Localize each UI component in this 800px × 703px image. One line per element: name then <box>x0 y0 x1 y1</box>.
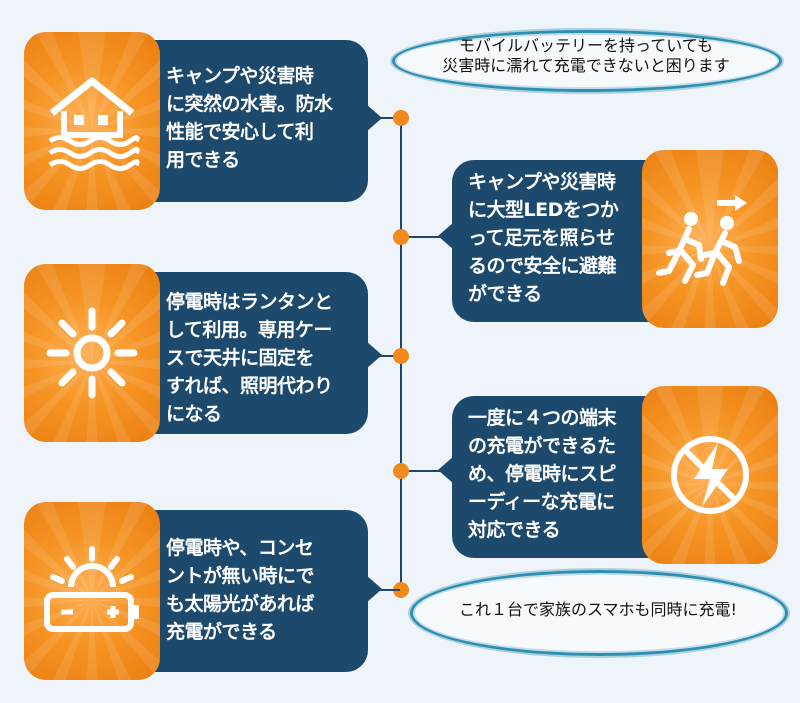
card-led-text: キャンプや災害時 に大型LEDをつか って足元を照らせ るので安全に避難 ができ… <box>468 168 619 308</box>
callout-top-line1: モバイルバッテリーを持っていても <box>459 36 713 55</box>
card-flood-icon-panel <box>24 32 160 210</box>
card-lantern-pointer <box>366 341 382 369</box>
solar-battery-icon <box>44 546 139 632</box>
card-lantern-line: スで天井に固定を <box>166 347 315 369</box>
timeline-node-2 <box>393 229 409 245</box>
card-led-line: に大型LEDをつか <box>468 199 619 221</box>
card-charge-pointer <box>438 456 454 484</box>
card-charge-line: 対応できる <box>468 519 561 541</box>
connector-flood <box>370 117 400 119</box>
card-led-line: って足元を照らせ <box>468 227 615 249</box>
callout-top-line2: 災害時に濡れて充電できないと困ります <box>442 56 730 75</box>
flooded-house-icon <box>48 77 140 171</box>
connector-lantern <box>370 355 400 357</box>
card-solar-line: 充電ができる <box>166 621 277 643</box>
callout-top: モバイルバッテリーを持っていても 災害時に濡れて充電できないと困ります <box>400 36 772 76</box>
connector-led <box>400 236 440 238</box>
callout-top-oval <box>392 30 782 92</box>
card-flood-line: キャンプや災害時 <box>166 65 314 87</box>
card-charge-line: 一度に４つの端末 <box>468 407 617 429</box>
timeline-node-4 <box>393 463 409 479</box>
card-led-line: るので安全に避難 <box>468 255 617 277</box>
no-lightning-icon <box>671 436 749 514</box>
card-solar-text: 停電時や、コンセ ントが無い時にで も太陽光があれば 充電ができる <box>166 534 315 646</box>
timeline-node-5 <box>393 582 409 598</box>
card-charge-text: 一度に４つの端末 の充電ができるた め、停電時にスピ ーディーな充電に 対応でき… <box>468 404 617 544</box>
callout-bottom-oval <box>410 570 788 656</box>
card-charge-line: ーディーな充電に <box>468 491 615 513</box>
card-flood-pointer <box>366 104 382 132</box>
card-charge-icon-panel <box>642 386 778 564</box>
card-flood-line: 用できる <box>166 149 240 171</box>
card-flood-text: キャンプや災害時 に突然の水害。防水 性能で安心して利 用できる <box>166 62 333 174</box>
card-solar-icon-panel <box>24 502 160 680</box>
card-solar-line: も太陽光があれば <box>166 593 315 615</box>
card-lantern-line: になる <box>166 403 222 425</box>
connector-solar <box>380 589 400 591</box>
card-flood-line: 性能で安心して利 <box>166 121 314 143</box>
running-people-icon <box>656 195 747 286</box>
card-solar-line: 停電時や、コンセ <box>166 537 314 559</box>
card-lantern-icon-panel <box>24 264 160 442</box>
card-lantern-text: 停電時はランタンと して利用。専用ケー スで天井に固定を すれば、照明代わり に… <box>166 288 333 428</box>
sun-light-icon <box>46 307 138 399</box>
card-lantern-line: すれば、照明代わり <box>166 375 333 397</box>
timeline-node-1 <box>393 110 409 126</box>
card-led-icon-panel <box>642 150 778 328</box>
connector-charge <box>400 470 440 472</box>
card-solar-pointer <box>366 575 382 603</box>
card-flood-line: に突然の水害。防水 <box>166 93 333 115</box>
timeline-node-3 <box>393 348 409 364</box>
card-lantern-line: 停電時はランタンと <box>166 291 333 313</box>
card-led-line: ができる <box>468 283 542 305</box>
callout-bottom: これ１台で家族のスマホも同時に充電! <box>459 600 737 619</box>
card-led-pointer <box>438 222 454 250</box>
card-led-line: キャンプや災害時 <box>468 171 616 193</box>
card-charge-line: め、停電時にスピ <box>468 463 617 485</box>
card-charge-line: の充電ができるた <box>468 435 616 457</box>
card-solar-line: ントが無い時にで <box>166 565 315 587</box>
card-lantern-line: して利用。専用ケー <box>166 319 332 341</box>
